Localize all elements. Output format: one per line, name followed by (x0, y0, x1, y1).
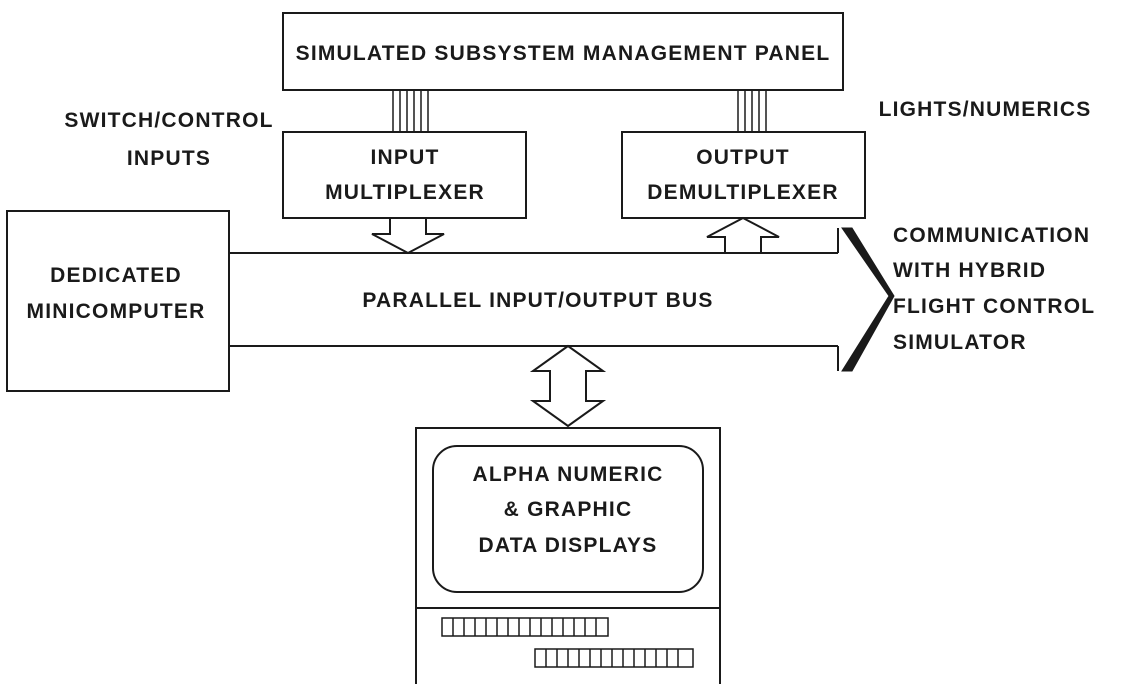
input-multiplexer-box: INPUT MULTIPLEXER (283, 132, 526, 218)
bus-arrowhead (842, 228, 894, 371)
lights-numerics-label: LIGHTS/NUMERICS (879, 98, 1092, 121)
keyboard-row-1 (442, 618, 608, 636)
input-mux-line-1: INPUT (371, 146, 440, 169)
panel-to-demux-connector (738, 90, 766, 132)
display-terminal: ALPHA NUMERIC & GRAPHIC DATA DISPLAYS (416, 428, 720, 684)
output-demux-line-1: OUTPUT (696, 146, 790, 169)
switch-label-line-1: SWITCH/CONTROL (64, 109, 273, 132)
output-demultiplexer-box: OUTPUT DEMULTIPLEXER (622, 132, 865, 218)
bus-label: PARALLEL INPUT/OUTPUT BUS (362, 289, 713, 312)
communication-label: COMMUNICATION WITH HYBRID FLIGHT CONTROL… (893, 224, 1095, 354)
communication-line-3: FLIGHT CONTROL (893, 295, 1095, 318)
display-line-2: & GRAPHIC (504, 498, 633, 521)
switch-control-inputs-label: SWITCH/CONTROL INPUTS (64, 109, 273, 170)
output-demux-line-2: DEMULTIPLEXER (647, 181, 838, 204)
dedicated-minicomputer-box: DEDICATED MINICOMPUTER (7, 211, 229, 391)
panel-label: SIMULATED SUBSYSTEM MANAGEMENT PANEL (296, 42, 831, 65)
mux-to-bus-arrow (372, 218, 444, 253)
communication-line-4: SIMULATOR (893, 331, 1027, 354)
input-mux-line-2: MULTIPLEXER (325, 181, 485, 204)
switch-label-line-2: INPUTS (127, 147, 211, 170)
minicomputer-line-2: MINICOMPUTER (27, 300, 206, 323)
management-panel: SIMULATED SUBSYSTEM MANAGEMENT PANEL (283, 13, 843, 90)
bus-to-display-arrow (533, 346, 603, 426)
panel-to-mux-connector (393, 90, 428, 132)
minicomputer-line-1: DEDICATED (50, 264, 182, 287)
display-line-1: ALPHA NUMERIC (473, 463, 664, 486)
communication-line-1: COMMUNICATION (893, 224, 1090, 247)
bus-to-demux-arrow (707, 218, 779, 253)
communication-line-2: WITH HYBRID (893, 259, 1046, 282)
display-line-3: DATA DISPLAYS (479, 534, 658, 557)
keyboard-row-2 (535, 649, 693, 667)
